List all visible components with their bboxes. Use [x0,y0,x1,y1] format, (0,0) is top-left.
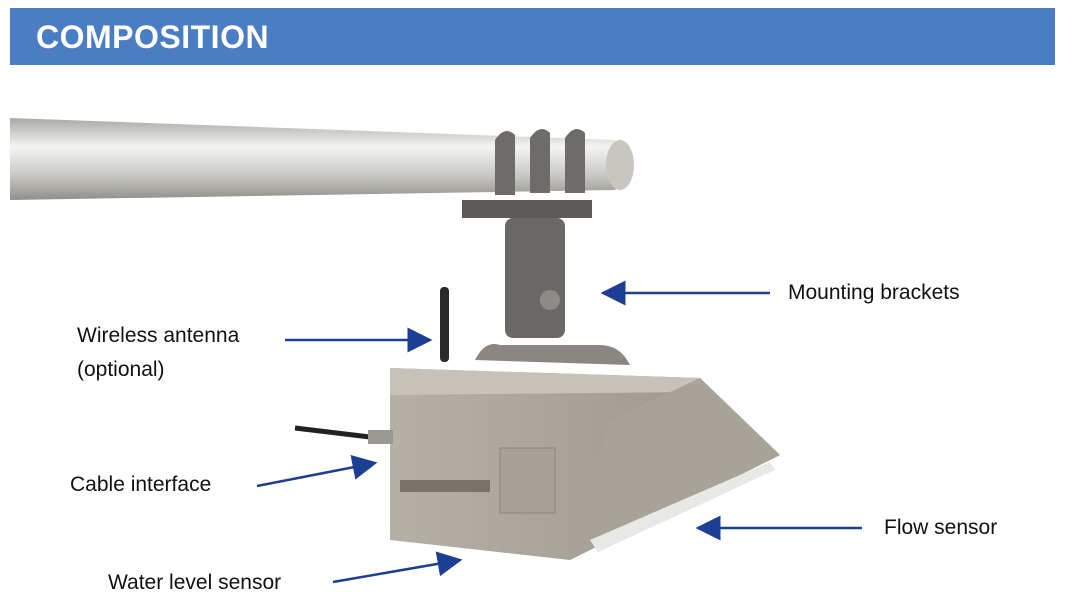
label-wireless-antenna: Wireless antenna [77,324,240,347]
arrow-cable-interface [256,455,378,488]
label-water-level-sensor: Water level sensor [108,571,282,594]
label-flow-sensor: Flow sensor [884,516,998,539]
pipe [10,118,634,200]
antenna [440,287,449,362]
label-optional: (optional) [77,358,165,381]
callout-arrows [256,280,862,584]
header-bar: COMPOSITION [10,8,1055,65]
mounting-bracket [462,129,630,365]
label-cable-interface: Cable interface [70,473,212,496]
sensor-housing [294,368,780,560]
page-title: COMPOSITION [36,19,270,55]
arrow-water-level-sensor [332,551,463,584]
label-mounting-brackets: Mounting brackets [788,281,960,304]
